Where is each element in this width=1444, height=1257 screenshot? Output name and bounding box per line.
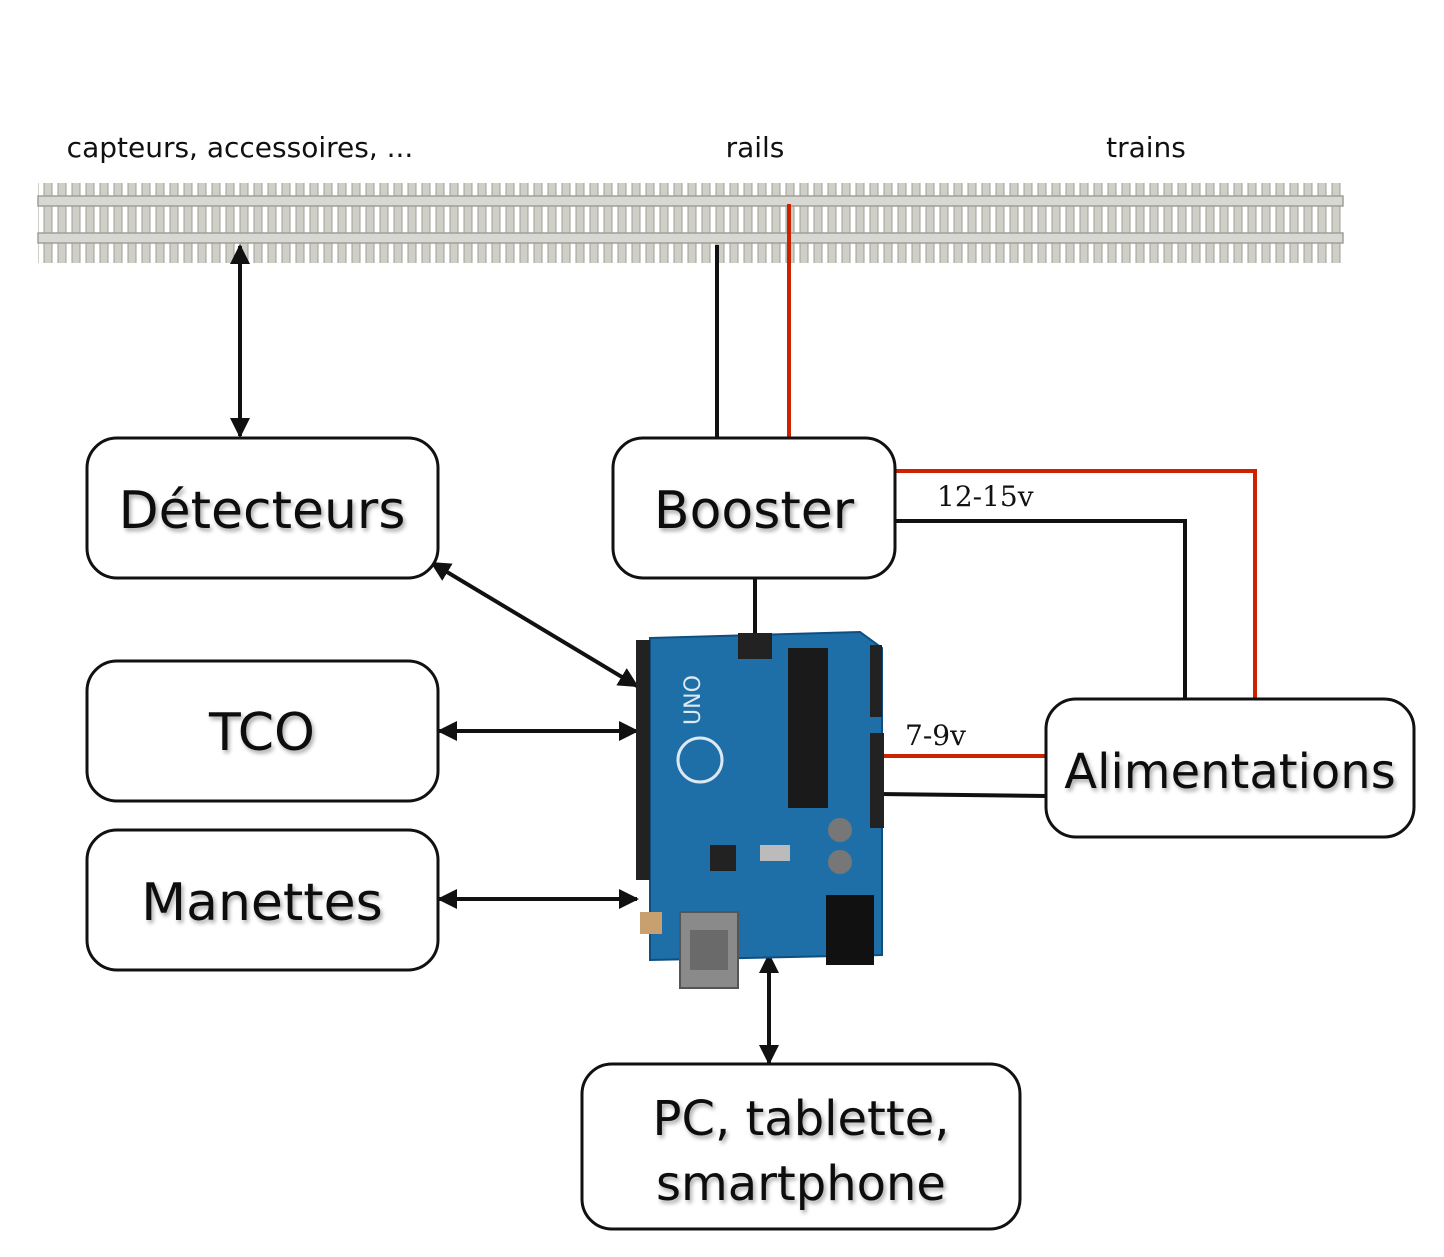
alimentations-label: Alimentations: [1064, 744, 1395, 800]
booster-power-black: [895, 519, 1187, 700]
voltage-booster-label: 12-15v: [937, 480, 1034, 513]
booster-power-red: [895, 469, 1257, 700]
pc-label-line1: PC, tablette,: [653, 1091, 950, 1147]
arrow-detecteurs-arduino: [430, 561, 639, 688]
svg-text:UNO: UNO: [681, 675, 706, 725]
tco-box: TCO: [85, 659, 440, 803]
arduino-board-icon: UNO: [636, 630, 884, 989]
rails-label: rails: [726, 131, 785, 164]
pc-box: PC, tablette, smartphone: [580, 1062, 1022, 1231]
alimentations-box: Alimentations: [1044, 697, 1416, 839]
manettes-label: Manettes: [141, 873, 383, 933]
booster-box: Booster: [611, 436, 897, 580]
detecteurs-box: Détecteurs: [85, 436, 440, 580]
pc-label-line2: smartphone: [656, 1156, 946, 1212]
rail-track-icon: [37, 183, 1344, 263]
voltage-arduino-label: 7-9v: [905, 719, 966, 752]
sensors-label: capteurs, accessoires, ...: [67, 131, 414, 164]
booster-label: Booster: [654, 481, 855, 541]
manettes-box: Manettes: [85, 828, 440, 972]
trains-label: trains: [1106, 131, 1186, 164]
tco-label: TCO: [208, 703, 315, 763]
arduino-power-black: [879, 792, 1047, 798]
detecteurs-label: Détecteurs: [119, 481, 406, 541]
